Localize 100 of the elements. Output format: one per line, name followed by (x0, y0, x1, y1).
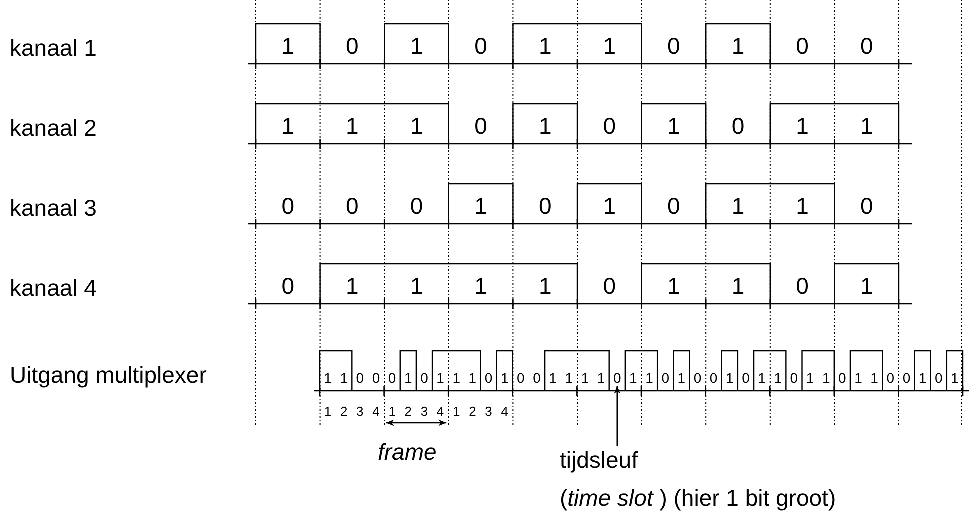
bit-value: 1 (409, 35, 424, 58)
bit-value: 0 (789, 371, 800, 385)
bit-value: 1 (870, 371, 880, 385)
bit-value: 1 (666, 115, 682, 138)
slot-number: 1 (452, 405, 462, 418)
bit-value: 0 (859, 195, 874, 218)
bit-value: 0 (345, 35, 360, 58)
bit-value: 0 (538, 195, 553, 218)
bit-value: 1 (730, 195, 746, 218)
bit-value: 1 (538, 275, 553, 298)
slot-number: 3 (420, 405, 430, 418)
bit-value: 0 (602, 115, 618, 138)
bit-value: 0 (420, 371, 430, 385)
bit-value: 1 (323, 371, 333, 385)
bit-value: 0 (902, 371, 912, 385)
bit-value: 1 (596, 371, 606, 385)
bit-value: 1 (345, 115, 360, 138)
bit-value: 1 (821, 371, 832, 385)
slot-number: 1 (388, 405, 397, 418)
bit-value: 0 (859, 35, 874, 58)
bit-value: 1 (602, 195, 618, 218)
bit-value: 0 (409, 195, 424, 218)
bit-value: 1 (404, 371, 414, 385)
row-label: kanaal 3 (10, 197, 97, 220)
bit-value: 0 (692, 371, 703, 385)
bit-value: 0 (934, 371, 944, 385)
bit-value: 0 (886, 371, 896, 385)
row-label: kanaal 2 (10, 117, 97, 140)
bit-value: 0 (730, 115, 746, 138)
bit-value: 1 (628, 371, 638, 385)
row-label: kanaal 1 (10, 37, 97, 60)
bit-value: 1 (805, 371, 816, 385)
bit-value: 1 (644, 371, 654, 385)
slot-number: 2 (339, 405, 349, 418)
bit-value: 0 (474, 115, 488, 138)
bit-value: 1 (548, 371, 558, 385)
slot-number: 2 (468, 405, 478, 418)
bit-value: 1 (468, 371, 478, 385)
slot-number: 3 (356, 405, 365, 418)
bit-value: 0 (611, 371, 624, 385)
bit-value: 1 (918, 371, 928, 385)
bit-value: 0 (474, 35, 488, 58)
bit-value: 1 (795, 195, 810, 218)
bit-value: 1 (725, 371, 735, 385)
bit-value: 1 (345, 275, 360, 298)
annotation-text: frame (378, 441, 437, 464)
bit-value: 1 (666, 275, 682, 298)
bit-value: 0 (795, 35, 810, 58)
slot-number: 1 (323, 405, 333, 418)
slot-number: 4 (500, 405, 510, 418)
bit-value: 1 (859, 275, 874, 298)
bit-value: 0 (345, 195, 360, 218)
bit-value: 1 (452, 371, 462, 385)
bit-value: 0 (708, 371, 719, 385)
bit-value: 1 (538, 115, 553, 138)
bit-value: 1 (474, 275, 488, 298)
bit-value: 1 (859, 115, 874, 138)
slot-number: 4 (436, 405, 446, 418)
bit-value: 1 (500, 371, 510, 385)
bit-value: 0 (602, 275, 618, 298)
row-label: Uitgang multiplexer (10, 364, 207, 387)
bit-value: 1 (409, 275, 424, 298)
bit-value: 1 (795, 115, 810, 138)
row-label: kanaal 4 (10, 277, 97, 300)
bit-value: 0 (516, 371, 526, 385)
bit-value: 0 (280, 275, 296, 298)
bit-value: 0 (355, 371, 366, 385)
bit-value: 1 (730, 275, 746, 298)
bit-value: 1 (580, 371, 590, 385)
bit-value: 0 (280, 195, 296, 218)
bit-value: 1 (773, 371, 784, 385)
bit-value: 1 (409, 115, 424, 138)
bit-value: 1 (757, 371, 767, 385)
bit-value: 0 (795, 275, 810, 298)
bit-value: 0 (741, 371, 751, 385)
bit-value: 0 (484, 371, 494, 385)
annotation-text: (time slot ) (hier 1 bit groot) (560, 484, 836, 512)
bit-value: 1 (474, 195, 488, 218)
bit-value: 0 (660, 371, 670, 385)
leader-line (614, 386, 621, 446)
bit-value: 1 (436, 371, 446, 385)
bit-value: 1 (950, 371, 960, 385)
bit-value: 1 (676, 371, 687, 385)
bit-value: 0 (666, 35, 682, 58)
annotation-text: tijdsleuf (560, 446, 639, 474)
slot-number: 4 (372, 405, 381, 418)
bit-value: 1 (538, 35, 553, 58)
bit-value: 1 (730, 35, 746, 58)
bit-value: 0 (371, 371, 382, 385)
bit-value: 1 (854, 371, 864, 385)
bit-value: 0 (387, 371, 398, 385)
bit-value: 1 (564, 371, 574, 385)
bit-value: 0 (666, 195, 682, 218)
bit-value: 1 (280, 35, 296, 58)
slot-number: 2 (404, 405, 414, 418)
bit-value: 0 (838, 371, 848, 385)
bit-value: 1 (339, 371, 349, 385)
bit-value: 1 (280, 115, 296, 138)
bit-value: 0 (532, 371, 542, 385)
bit-value: 1 (602, 35, 618, 58)
